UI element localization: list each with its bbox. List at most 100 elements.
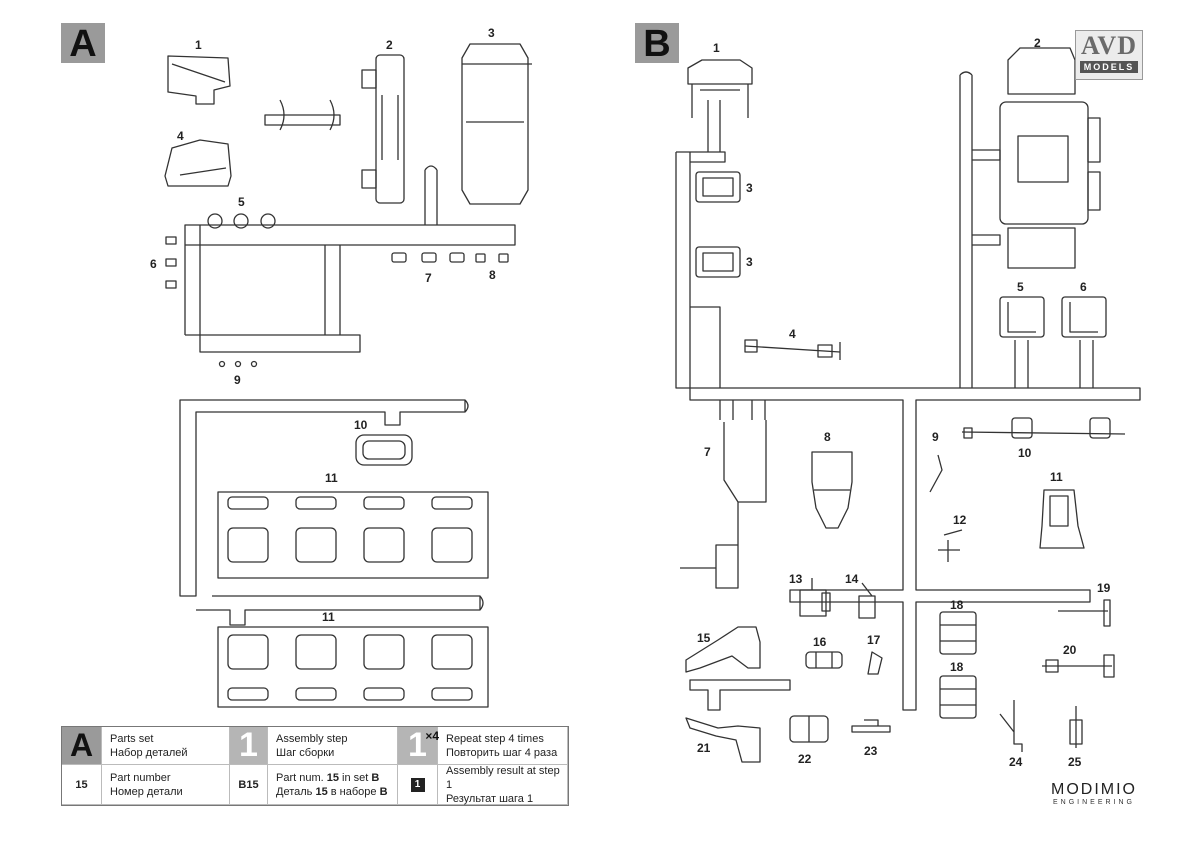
set-a-part-3 bbox=[461, 43, 532, 205]
part-number: 7 bbox=[704, 445, 711, 459]
set-b-part-24 bbox=[999, 700, 1023, 752]
set-a-part-11-top bbox=[217, 491, 489, 579]
part-number: 11 bbox=[325, 471, 338, 485]
set-a-part-4 bbox=[164, 139, 232, 187]
set-b-part-19 bbox=[1058, 599, 1111, 627]
set-b-part-23 bbox=[851, 719, 891, 733]
legend-set-ru: Набор деталей bbox=[110, 746, 188, 759]
set-b-part-13 bbox=[799, 578, 831, 617]
symbol-legend: A Parts set Набор деталей 1 Assembly ste… bbox=[61, 726, 569, 806]
part-number: 5 bbox=[1017, 280, 1024, 294]
legend-set-en: Parts set bbox=[110, 732, 154, 745]
part-number: 11 bbox=[322, 610, 335, 624]
set-b-part-18-bottom bbox=[939, 675, 977, 719]
set-b-part-1 bbox=[687, 59, 753, 118]
part-number: 12 bbox=[953, 513, 967, 527]
set-b-part-18-top bbox=[939, 611, 977, 655]
part-number: 3 bbox=[488, 26, 495, 40]
set-a-part-11-bottom bbox=[217, 626, 489, 708]
set-b-sprue-runner bbox=[675, 71, 1141, 711]
part-number: 8 bbox=[489, 268, 496, 282]
set-a-sprue-runner bbox=[184, 99, 516, 353]
avd-logo-subtext: MODELS bbox=[1080, 61, 1138, 73]
legend-partset-en-num: 15 bbox=[326, 771, 339, 784]
part-number: 18 bbox=[950, 598, 964, 612]
set-b-part-14 bbox=[858, 582, 876, 619]
part-number: 8 bbox=[824, 430, 831, 444]
set-a-part-numbers: 1 2 3 4 5 6 7 8 9 10 11 11 bbox=[150, 26, 496, 624]
set-b-part-3-bottom bbox=[695, 246, 741, 278]
set-b-part-22 bbox=[789, 715, 829, 743]
part-number: 7 bbox=[425, 271, 432, 285]
legend-partset-ru-mid: в наборе bbox=[327, 785, 380, 798]
legend-repeat-multiplier: ×4 bbox=[425, 729, 439, 743]
set-b-part-7 bbox=[680, 420, 767, 589]
legend-step-ru: Шаг сборки bbox=[276, 746, 335, 759]
legend-partnum-text: Part number Номер детали bbox=[102, 765, 230, 805]
part-number: 13 bbox=[789, 572, 803, 586]
part-number: 25 bbox=[1068, 755, 1082, 769]
legend-repeat-text: Repeat step 4 times Повторить шаг 4 раза bbox=[438, 727, 568, 765]
legend-partset-en-set: B bbox=[371, 771, 380, 784]
legend-step-text: Assembly step Шаг сборки bbox=[268, 727, 398, 765]
part-number: 24 bbox=[1009, 755, 1023, 769]
legend-partset-ru-num: 15 bbox=[315, 785, 328, 798]
set-b-part-2 bbox=[999, 47, 1101, 269]
set-b-part-9 bbox=[929, 454, 943, 493]
legend-partset-en-pre: Part num. bbox=[276, 771, 327, 784]
part-number: 9 bbox=[932, 430, 939, 444]
legend-partnum-ru: Номер детали bbox=[110, 785, 183, 798]
legend-set-symbol: A bbox=[62, 727, 102, 765]
set-a-part-9 bbox=[218, 360, 258, 368]
legend-result-symbol: 1 bbox=[410, 777, 425, 792]
set-b-part-8 bbox=[811, 451, 853, 529]
modimio-logo-text: MODIMIO bbox=[1051, 781, 1137, 798]
part-number: 10 bbox=[354, 418, 368, 432]
set-b-part-12 bbox=[938, 529, 963, 562]
part-number: 19 bbox=[1097, 581, 1111, 595]
set-b-part-25 bbox=[1069, 706, 1083, 748]
set-a-part-7 bbox=[391, 252, 465, 263]
part-number: 3 bbox=[746, 181, 753, 195]
legend-result-text: Assembly result at step 1 Результат шага… bbox=[438, 765, 568, 805]
set-a-part-5 bbox=[207, 213, 276, 229]
set-b-part-5 bbox=[999, 296, 1045, 338]
part-number: 5 bbox=[238, 195, 245, 209]
part-number: 4 bbox=[789, 327, 796, 341]
set-a-part-1 bbox=[167, 55, 231, 105]
legend-result-ru: Результат шага 1 bbox=[446, 792, 534, 805]
part-number: 6 bbox=[150, 257, 157, 271]
legend-partnum-en: Part number bbox=[110, 771, 171, 784]
part-number: 16 bbox=[813, 635, 827, 649]
legend-repeat-en: Repeat step 4 times bbox=[446, 732, 544, 745]
part-number: 2 bbox=[386, 38, 393, 52]
part-number: 21 bbox=[697, 741, 711, 755]
set-a-part-8 bbox=[475, 253, 509, 263]
set-b-badge: B bbox=[635, 23, 679, 65]
legend-result-en: Assembly result at step 1 bbox=[446, 764, 560, 791]
legend-partset-en-mid: in set bbox=[339, 771, 372, 784]
set-a-part-2 bbox=[361, 54, 405, 204]
legend-result-symbol-cell: 1 bbox=[398, 765, 438, 805]
set-b-part-17 bbox=[867, 651, 883, 675]
part-number: 10 bbox=[1018, 446, 1032, 460]
legend-partset-text: Part num. 15 in set B Деталь 15 в наборе… bbox=[268, 765, 398, 805]
part-number: 3 bbox=[746, 255, 753, 269]
set-b-part-numbers: 1 2 3 3 4 5 6 7 8 9 10 11 12 13 14 15 16… bbox=[697, 36, 1111, 769]
part-number: 1 bbox=[195, 38, 202, 52]
legend-step-en: Assembly step bbox=[276, 732, 348, 745]
legend-partset-ru-pre: Деталь bbox=[276, 785, 316, 798]
part-number: 9 bbox=[234, 373, 241, 387]
legend-step-symbol: 1 bbox=[230, 726, 268, 765]
part-number: 15 bbox=[697, 631, 711, 645]
avd-logo-text: AVD bbox=[1081, 31, 1137, 60]
set-a-badge: A bbox=[61, 23, 105, 65]
set-b-part-3-top bbox=[695, 171, 741, 203]
part-number: 11 bbox=[1050, 470, 1063, 484]
set-b-part-20 bbox=[1042, 654, 1115, 678]
legend-partset-ru-set: B bbox=[379, 785, 388, 798]
legend-repeat-symbol: 1 ×4 bbox=[398, 726, 439, 765]
part-number: 6 bbox=[1080, 280, 1087, 294]
part-number: 1 bbox=[713, 41, 720, 55]
